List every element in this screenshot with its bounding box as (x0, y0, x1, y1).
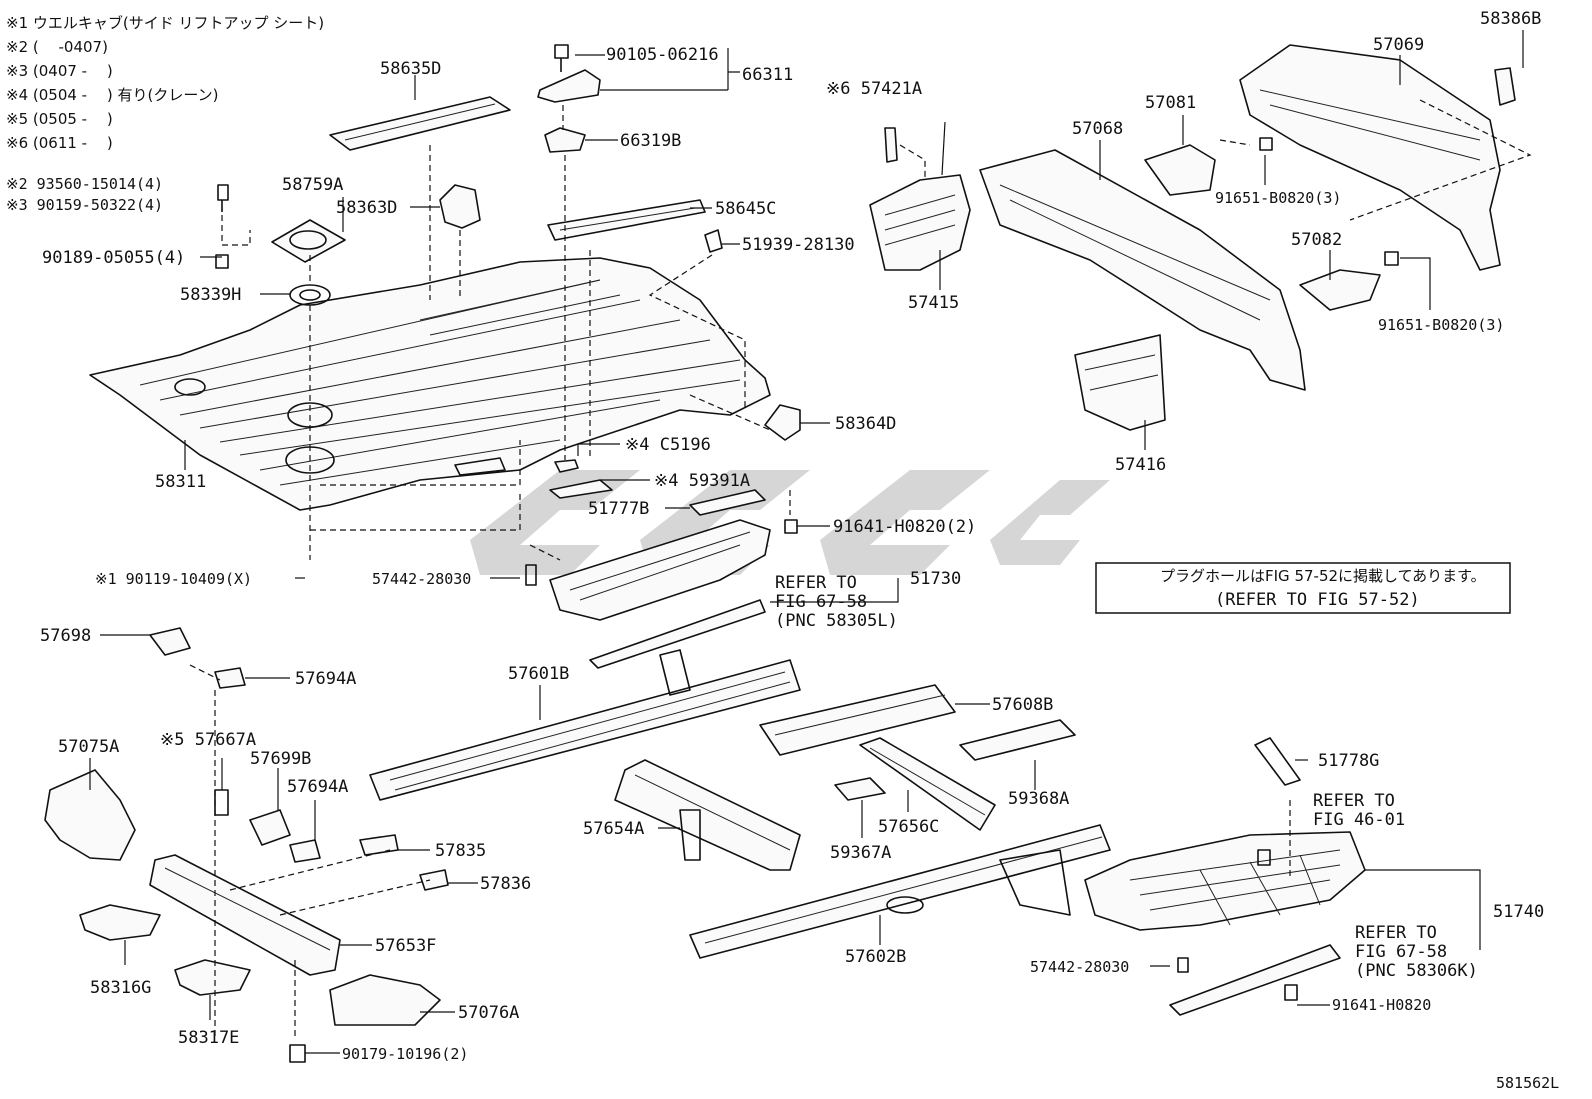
label-57694A-1: 57694A (295, 669, 356, 689)
footnote-5: ※5 (0505 - ) (6, 110, 113, 128)
label-51777B: 51777B (588, 499, 649, 519)
floor-pan-58311 (89, 257, 771, 511)
label-58317E: 58317E (178, 1028, 239, 1048)
rear-parts (869, 44, 1532, 431)
footnote-4: ※4 (0504 - ) 有り(クレーン) (6, 86, 218, 104)
label-90179-10196: 90179-10196(2) (342, 1045, 468, 1063)
footnote-2: ※2 ( -0407) (6, 38, 108, 56)
label-59391A: ※4 59391A (654, 471, 750, 491)
watermark-logo (470, 470, 1110, 575)
label-59368A: 59368A (1008, 789, 1069, 809)
label-91651-B0820-a: 91651-B0820(3) (1215, 189, 1341, 207)
label-66319B: 66319B (620, 131, 681, 151)
notice-line-1: プラグホールはFIG 57-52に掲載してあります。 (1160, 567, 1486, 585)
refer-3-line2: FIG 67-58 (1355, 942, 1447, 962)
parts-59391A (549, 459, 766, 516)
label-66311: 66311 (742, 65, 793, 85)
label-57602B: 57602B (845, 947, 906, 967)
rail-57602B (689, 824, 1111, 959)
label-57667A: ※5 57667A (160, 730, 256, 750)
label-58364D: 58364D (835, 414, 896, 434)
label-57694A-2: 57694A (287, 777, 348, 797)
label-59367A: 59367A (830, 843, 891, 863)
label-58759A: 58759A (282, 175, 343, 195)
rail-57601B (369, 649, 801, 801)
refer-1-line1: REFER TO (775, 573, 857, 593)
label-57653F: 57653F (375, 936, 436, 956)
figure-code: 581562L (1496, 1074, 1559, 1092)
label-90159-50322: ※3 90159-50322(4) (6, 196, 163, 214)
label-93560-15014: ※2 93560-15014(4) (6, 175, 163, 193)
label-57835: 57835 (435, 841, 486, 861)
left-lower-parts (44, 627, 449, 1063)
plate-59367A (834, 777, 886, 801)
label-57075A: 57075A (58, 737, 119, 757)
label-57416: 57416 (1115, 455, 1166, 475)
label-58363D: 58363D (336, 198, 397, 218)
label-58386B: 58386B (1480, 9, 1541, 29)
refer-1-line3: (PNC 58305L) (775, 611, 898, 631)
label-91651-B0820-b: 91651-B0820(3) (1378, 316, 1504, 334)
notice-box: プラグホールはFIG 57-52に掲載してあります。 (REFER TO FIG… (1095, 562, 1511, 614)
footnote-3: ※3 (0407 - ) (6, 62, 113, 80)
label-51740: 51740 (1493, 902, 1544, 922)
label-57415: 57415 (908, 293, 959, 313)
label-51730: 51730 (910, 569, 961, 589)
label-57082: 57082 (1291, 230, 1342, 250)
notice-line-2: (REFER TO FIG 57-52) (1215, 590, 1420, 610)
label-57654A: 57654A (583, 819, 644, 839)
footnotes: ※1 ウエルキャブ(サイド リフトアップ シート) ※2 ( -0407) ※3… (6, 14, 324, 152)
cross-member-57654A (614, 759, 801, 871)
label-57421A: ※6 57421A (826, 79, 922, 99)
label-58316G: 58316G (90, 978, 151, 998)
label-91641-H0820-2: 91641-H0820(2) (833, 517, 976, 537)
bracket-51730 (310, 440, 798, 669)
label-57442-28030-b: 57442-28030 (1030, 958, 1129, 976)
label-57608B: 57608B (992, 695, 1053, 715)
refer-3-line1: REFER TO (1355, 923, 1437, 943)
label-C5196: ※4 C5196 (625, 435, 711, 455)
refer-2-line1: REFER TO (1313, 791, 1395, 811)
label-57656C: 57656C (878, 817, 939, 837)
part-labels: 58635D 90105-06216 66311 66319B 58645C 5… (6, 9, 1559, 1092)
footnote-6: ※6 (0611 - ) (6, 134, 113, 152)
refer-1-line2: FIG 67-58 (775, 592, 867, 612)
label-91641-H0820-b: 91641-H0820 (1332, 996, 1431, 1014)
refer-3-line3: (PNC 58306K) (1355, 961, 1478, 981)
rail-57608B (759, 684, 956, 756)
label-57081: 57081 (1145, 93, 1196, 113)
label-90189-05055: 90189-05055(4) (42, 248, 185, 268)
label-58339H: 58339H (180, 285, 241, 305)
label-57601B: 57601B (508, 664, 569, 684)
tire-tub-51740 (1084, 737, 1366, 1016)
label-58645C: 58645C (715, 199, 776, 219)
leader-lines (89, 30, 1524, 1054)
label-58311: 58311 (155, 472, 206, 492)
floor-parts-upper-left (215, 96, 511, 560)
label-58635D: 58635D (380, 59, 441, 79)
label-57698: 57698 (40, 626, 91, 646)
label-57068: 57068 (1072, 119, 1123, 139)
label-57699B: 57699B (250, 749, 311, 769)
footnote-1: ※1 ウエルキャブ(サイド リフトアップ シート) (6, 14, 324, 32)
label-51778G: 51778G (1318, 751, 1379, 771)
label-57442-28030-a: 57442-28030 (372, 570, 471, 588)
label-57069: 57069 (1373, 35, 1424, 55)
plate-59368A (959, 719, 1076, 761)
label-51939-28130: 51939-28130 (742, 235, 855, 255)
label-57836: 57836 (480, 874, 531, 894)
cross-member-57656C (859, 737, 996, 831)
bracket-58364D (689, 394, 801, 441)
label-90105-06216: 90105-06216 (606, 45, 719, 65)
label-90119-10409: ※1 90119-10409(X) (95, 570, 252, 588)
refer-2-line2: FIG 46-01 (1313, 810, 1405, 830)
bracket-66311-group (537, 44, 746, 460)
label-57076A: 57076A (458, 1003, 519, 1023)
